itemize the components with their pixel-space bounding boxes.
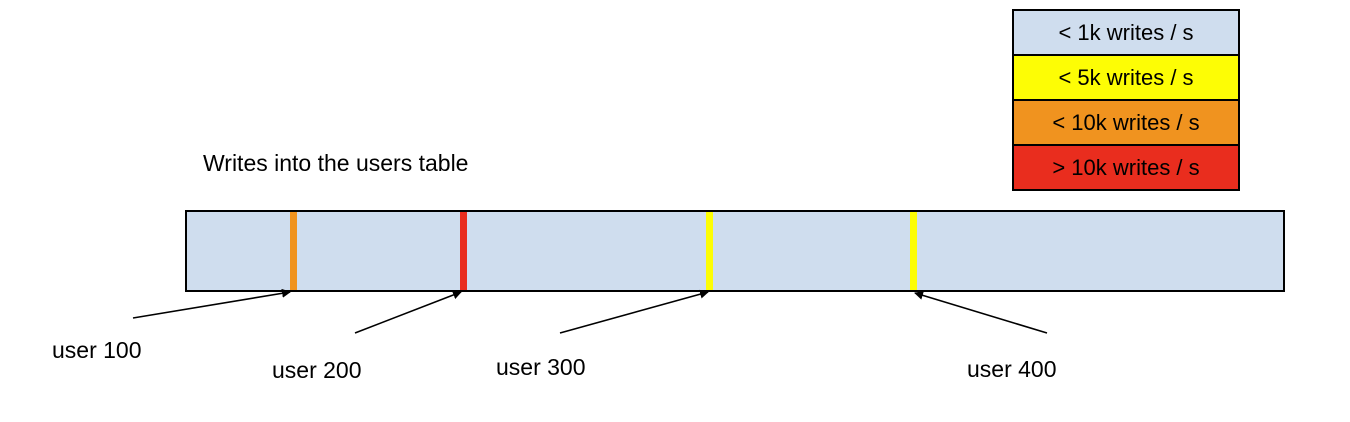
arrow-user-400	[914, 291, 1048, 334]
users-table-bar	[185, 210, 1285, 292]
label-user-300: user 300	[496, 354, 586, 380]
arrow-user-200	[354, 290, 462, 334]
legend-row-lt-5k: < 5k writes / s	[1012, 54, 1240, 101]
hot-shard-stripe-user-200	[460, 212, 467, 290]
legend-label-gt-10k: > 10k writes / s	[1052, 154, 1200, 180]
hot-shard-stripe-user-100	[290, 212, 297, 290]
hot-shard-stripe-user-300	[706, 212, 713, 290]
arrow-user-300	[559, 289, 709, 334]
label-user-400: user 400	[967, 356, 1057, 382]
label-user-100: user 100	[52, 337, 142, 363]
legend-label-lt-5k: < 5k writes / s	[1058, 64, 1194, 90]
arrow-user-100	[132, 288, 291, 319]
legend-row-lt-1k: < 1k writes / s	[1012, 9, 1240, 56]
diagram-title: Writes into the users table	[203, 150, 469, 176]
legend-label-lt-10k: < 10k writes / s	[1052, 109, 1200, 135]
hot-shard-stripe-user-400	[910, 212, 917, 290]
label-user-200: user 200	[272, 357, 362, 383]
legend-row-lt-10k: < 10k writes / s	[1012, 99, 1240, 146]
legend: < 1k writes / s < 5k writes / s < 10k wr…	[1012, 9, 1240, 191]
legend-row-gt-10k: > 10k writes / s	[1012, 144, 1240, 191]
legend-label-lt-1k: < 1k writes / s	[1058, 19, 1194, 45]
